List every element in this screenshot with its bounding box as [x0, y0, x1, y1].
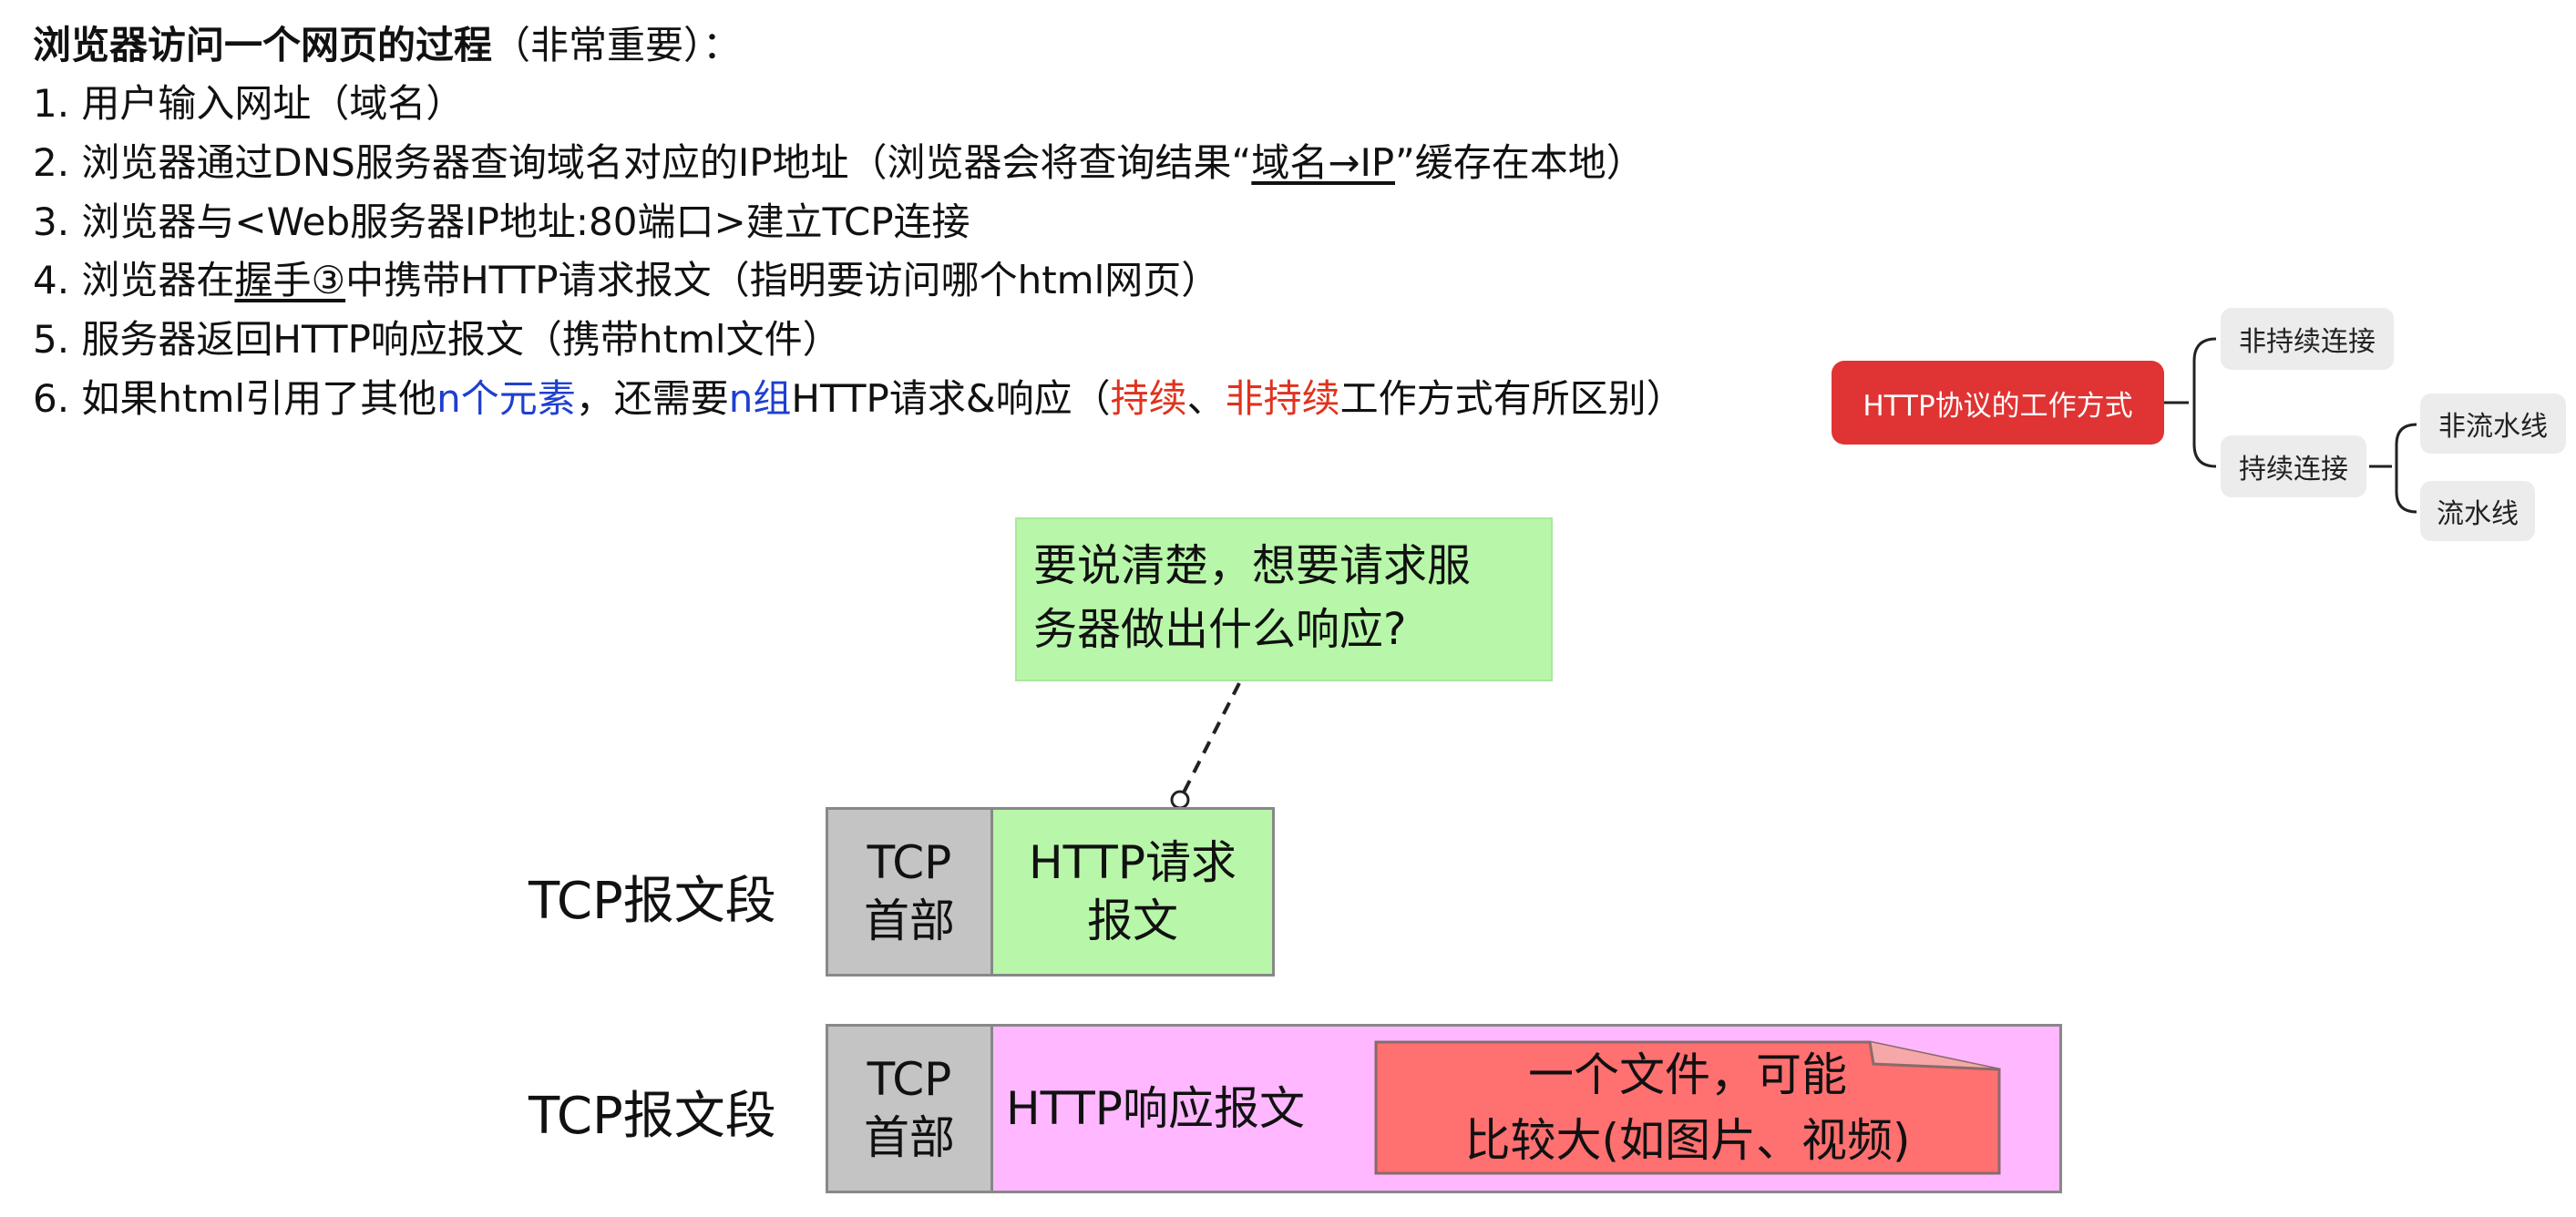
page-title: 浏览器访问一个网页的过程（非常重要）：	[33, 20, 741, 71]
step-4: 4. 浏览器在握手③中携带HTTP请求报文（指明要访问哪个html网页）	[33, 255, 1219, 306]
step-4-underlined: 握手③	[234, 258, 346, 302]
response-tcp-line-1: TCP	[867, 1053, 952, 1106]
http-request-line-2: 报文	[1087, 895, 1178, 947]
mindmap-non-pipeline: 非流水线	[2420, 394, 2566, 454]
step-2: 2. 浏览器通过DNS服务器查询域名对应的IP地址（浏览器会将查询结果“域名→I…	[33, 138, 1645, 189]
note-line-1: 要说清楚，想要请求服	[1033, 540, 1472, 591]
http-response-label: HTTP响应报文	[1006, 1082, 1305, 1135]
step-6-text-b: ，还需要	[575, 376, 729, 421]
step-1: 1. 用户输入网址（域名）	[33, 81, 465, 126]
step-4-text-b: 中携带HTTP请求报文（指明要访问哪个html网页）	[345, 258, 1220, 302]
step-6: 6. 如果html引用了其他n个元素，还需要n组HTTP请求&响应（持续、非持续…	[33, 373, 1685, 424]
file-line-2: 比较大(如图片、视频)	[1464, 1114, 1911, 1167]
request-tcp-line-1: TCP	[867, 836, 952, 889]
step-6-blue-1: n个元素	[436, 376, 576, 421]
response-tcp-line-2: 首部	[864, 1111, 955, 1164]
mindmap-persistent: 持续连接	[2221, 435, 2366, 497]
step-6-text-a: 6. 如果html引用了其他	[33, 376, 437, 421]
response-segment-label: TCP报文段	[529, 1087, 776, 1146]
mindmap-pipeline: 流水线	[2420, 481, 2535, 541]
file-line-1: 一个文件，可能	[1528, 1048, 1847, 1101]
step-6-text-d: 、	[1186, 376, 1226, 421]
http-request-message: HTTP请求 报文	[990, 807, 1275, 977]
http-request-line-1: HTTP请求	[1029, 836, 1237, 889]
step-6-red-2: 非持续	[1225, 376, 1340, 421]
request-segment-label: TCP报文段	[529, 872, 776, 931]
step-6-text-c: HTTP请求&响应（	[791, 376, 1111, 421]
step-2-text-a: 2. 浏览器通过DNS服务器查询域名对应的IP地址（浏览器会将查询结果“	[33, 140, 1252, 185]
step-2-underlined: 域名→IP	[1251, 140, 1396, 185]
request-tcp-header: TCP 首部	[826, 807, 993, 977]
response-tcp-header: TCP 首部	[826, 1024, 993, 1193]
step-5: 5. 服务器返回HTTP响应报文（携带html文件）	[33, 317, 841, 362]
step-6-text-e: 工作方式有所区别）	[1339, 376, 1685, 421]
step-6-red-1: 持续	[1110, 376, 1187, 421]
mindmap-root: HTTP协议的工作方式	[1832, 361, 2164, 445]
step-4-text-a: 4. 浏览器在	[33, 258, 235, 302]
note-box: 要说清楚，想要请求服 务器做出什么响应?	[1015, 517, 1553, 681]
title-note: （非常重要）：	[492, 23, 742, 67]
mindmap-non-persistent: 非持续连接	[2221, 308, 2394, 370]
request-tcp-line-2: 首部	[864, 895, 955, 947]
step-2-text-b: ”缓存在本地）	[1395, 140, 1645, 185]
title-bold: 浏览器访问一个网页的过程	[33, 23, 493, 67]
file-note: 一个文件，可能 比较大(如图片、视频)	[1374, 1040, 2001, 1175]
note-line-2: 务器做出什么响应?	[1033, 604, 1407, 655]
step-3: 3. 浏览器与<Web服务器IP地址:80端口>建立TCP连接	[33, 199, 970, 244]
step-6-blue-2: n组	[728, 376, 792, 421]
